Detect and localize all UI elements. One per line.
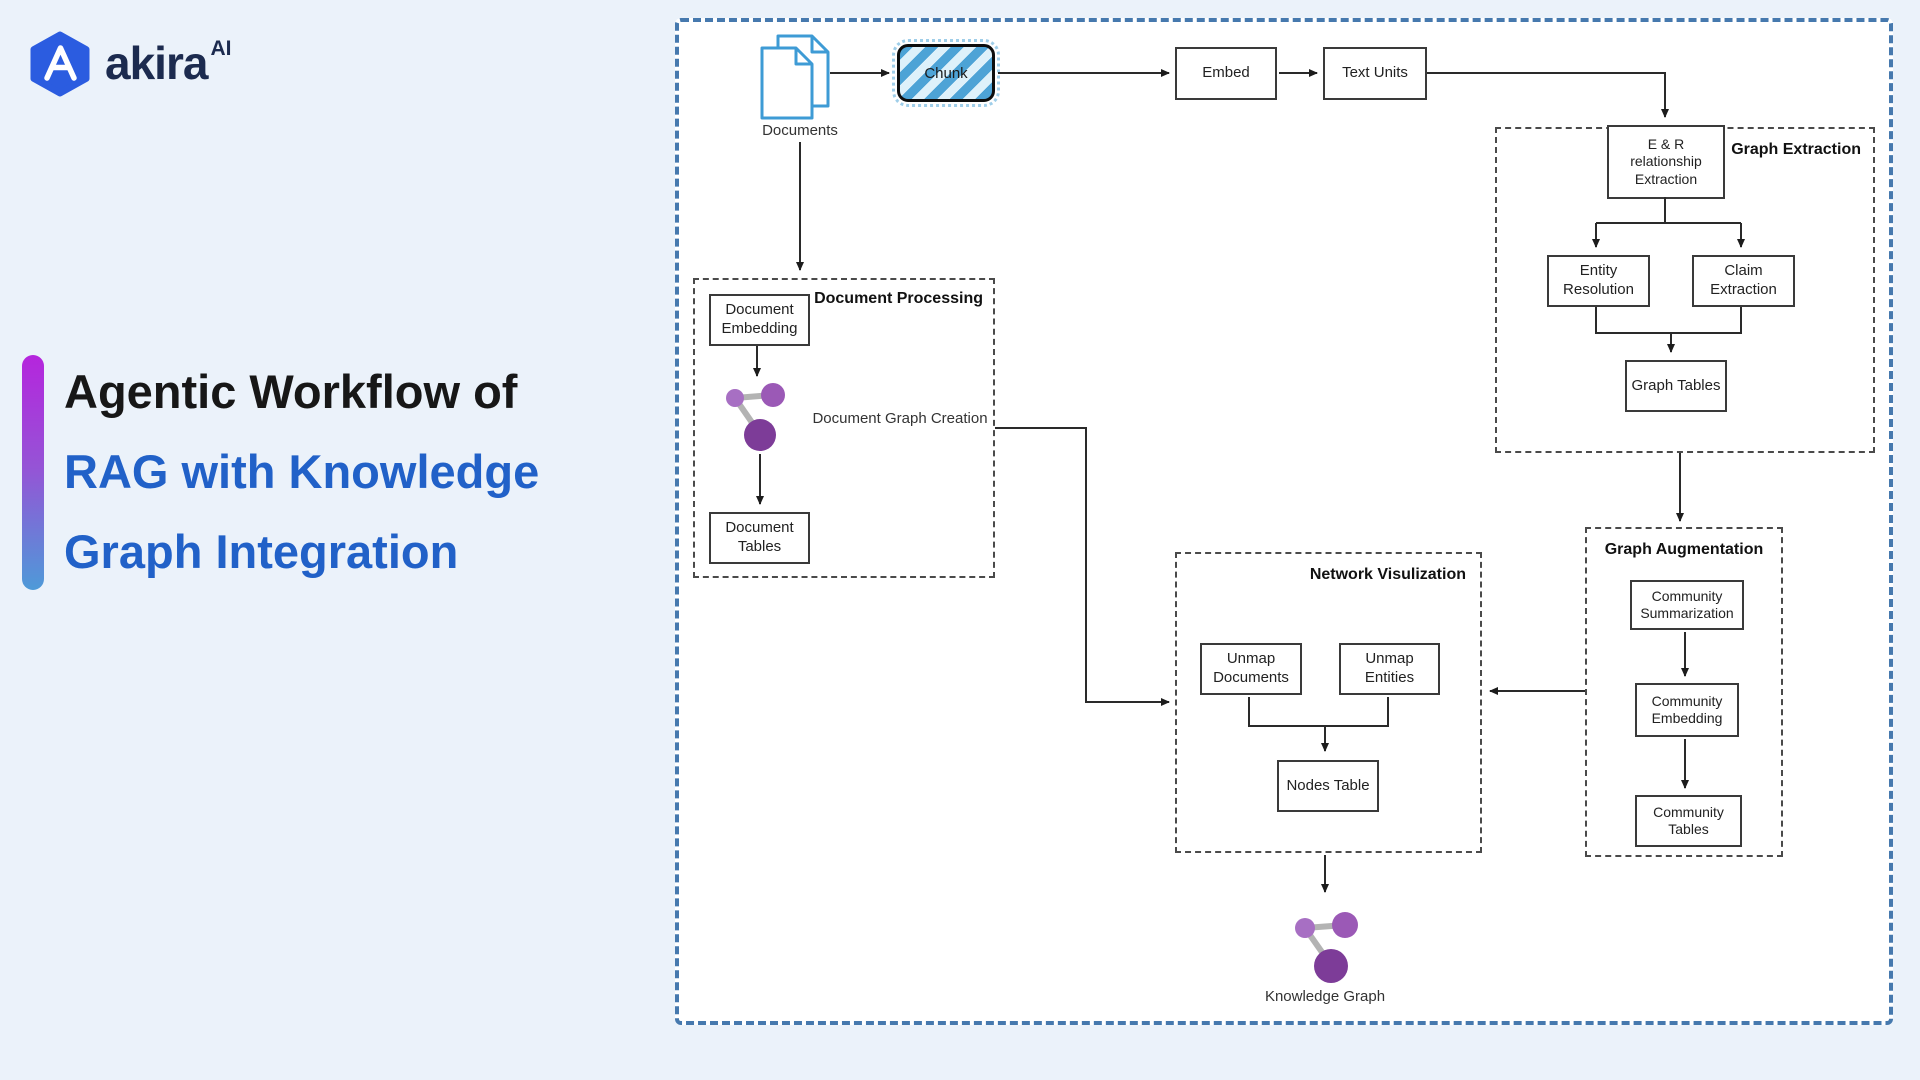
chunk-node: Chunk [892,39,1000,107]
title-line-1: Agentic Workflow of [64,365,518,418]
brand-name: akira [105,37,208,89]
document-tables-node: Document Tables [709,512,810,564]
er-extraction-node: E & R relationship Extraction [1607,125,1725,199]
entity-resolution-node: Entity Resolution [1547,255,1650,307]
unmap-entities-node: Unmap Entities [1339,643,1440,695]
document-processing-title: Document Processing [814,290,983,307]
document-graph-creation-label: Document Graph Creation [812,410,988,427]
hexagon-a-logo-icon [30,31,90,97]
network-visualization-title: Network Visulization [1309,566,1466,583]
document-embedding-node: Document Embedding [709,294,810,346]
nodes-table-node: Nodes Table [1277,760,1379,812]
graph-extraction-title: Graph Extraction [1731,141,1861,158]
title-line-3: Graph Integration [64,525,459,578]
brand-superscript: AI [210,37,232,60]
page-title: Agentic Workflow of RAG with Knowledge G… [64,352,624,592]
community-summarization-node: Community Summarization [1630,580,1744,630]
unmap-documents-node: Unmap Documents [1200,643,1302,695]
knowledge-graph-label: Knowledge Graph [1264,988,1386,1005]
community-tables-node: Community Tables [1635,795,1742,847]
graph-tables-node: Graph Tables [1625,360,1727,412]
embed-node: Embed [1175,47,1277,100]
network-visualization-group: Network Visulization Unmap Documents Unm… [1175,552,1482,853]
document-processing-group: Document Processing Document Embedding D… [693,278,995,578]
title-accent-bar [22,355,44,590]
community-embedding-node: Community Embedding [1635,683,1739,737]
claim-extraction-node: Claim Extraction [1692,255,1795,307]
documents-label: Documents [762,122,838,139]
brand-logo: akira AI [27,31,231,97]
graph-augmentation-title: Graph Augmentation [1604,541,1764,558]
graph-extraction-group: Graph Extraction E & R relationship Extr… [1495,125,1875,453]
document-graph-icon [726,383,785,451]
graph-augmentation-group: Graph Augmentation Community Summarizati… [1585,527,1783,857]
title-line-2: RAG with Knowledge [64,445,540,498]
text-units-node: Text Units [1323,47,1427,100]
